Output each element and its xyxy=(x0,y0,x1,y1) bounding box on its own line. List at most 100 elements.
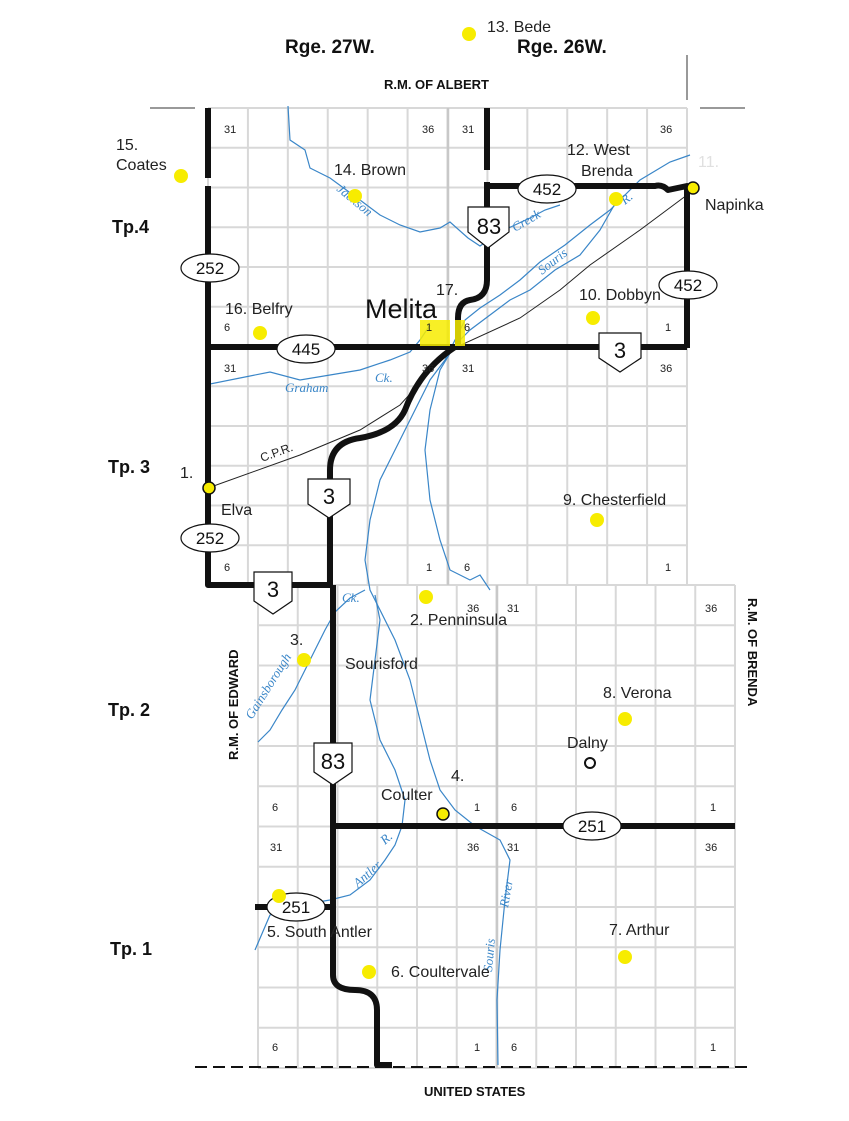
svg-text:31: 31 xyxy=(462,124,474,136)
svg-text:6: 6 xyxy=(272,1042,278,1054)
svg-text:Rge. 27W.: Rge. 27W. xyxy=(285,37,375,58)
svg-text:31: 31 xyxy=(224,363,236,375)
svg-text:Creek: Creek xyxy=(509,206,543,234)
svg-text:36: 36 xyxy=(705,603,717,615)
svg-text:Ck.: Ck. xyxy=(342,590,360,605)
svg-text:16. Belfry: 16. Belfry xyxy=(225,301,293,318)
svg-text:1: 1 xyxy=(426,562,432,574)
svg-text:6: 6 xyxy=(224,562,230,574)
svg-text:R.M. OF BRENDA: R.M. OF BRENDA xyxy=(745,598,760,707)
svg-text:UNITED STATES: UNITED STATES xyxy=(424,1084,526,1099)
roads xyxy=(195,108,750,1068)
melita-town-area xyxy=(420,320,450,346)
svg-text:River: River xyxy=(496,877,516,909)
svg-text:Napinka: Napinka xyxy=(705,197,764,214)
svg-text:Tp. 3: Tp. 3 xyxy=(108,457,150,477)
svg-text:251: 251 xyxy=(282,898,310,917)
svg-text:1: 1 xyxy=(665,322,671,334)
site-markers xyxy=(174,27,700,979)
svg-text:36: 36 xyxy=(705,842,717,854)
svg-text:1.: 1. xyxy=(180,465,193,482)
svg-text:31: 31 xyxy=(462,363,474,375)
svg-text:Coates: Coates xyxy=(116,157,167,174)
svg-text:252: 252 xyxy=(196,529,224,548)
svg-text:3: 3 xyxy=(267,577,279,602)
svg-text:4.: 4. xyxy=(451,768,464,785)
hwy-3-mid-shield: 3 xyxy=(307,478,351,519)
svg-text:C.P.R.: C.P.R. xyxy=(258,440,295,465)
svg-text:452: 452 xyxy=(674,276,702,295)
svg-text:1: 1 xyxy=(710,1042,716,1054)
svg-text:1: 1 xyxy=(474,1042,480,1054)
svg-text:252: 252 xyxy=(196,259,224,278)
svg-text:83: 83 xyxy=(321,749,345,774)
highway-markers: 83 3 3 3 83 252 252 445 452 452 251 251 xyxy=(180,174,718,922)
svg-text:Tp. 1: Tp. 1 xyxy=(110,939,152,959)
svg-text:452: 452 xyxy=(533,180,561,199)
svg-text:Coulter: Coulter xyxy=(381,787,433,804)
svg-text:31: 31 xyxy=(507,603,519,615)
svg-text:14. Brown: 14. Brown xyxy=(334,162,406,179)
svg-text:8. Verona: 8. Verona xyxy=(603,685,672,702)
svg-text:3.: 3. xyxy=(290,632,303,649)
jackson-creek xyxy=(287,105,561,247)
svg-text:Souris: Souris xyxy=(480,938,498,972)
svg-text:Tp.4: Tp.4 xyxy=(112,217,149,237)
dalny-marker xyxy=(584,757,596,769)
road-445: 445 xyxy=(276,334,336,364)
road-252-south: 252 xyxy=(180,523,240,553)
map-headers: Rge. 27W. Rge. 26W. R.M. OF ALBERT UNITE… xyxy=(108,37,760,1099)
svg-text:7. Arthur: 7. Arthur xyxy=(609,922,670,939)
svg-text:Rge. 26W.: Rge. 26W. xyxy=(517,37,607,58)
svg-text:13. Bede: 13. Bede xyxy=(487,19,551,36)
svg-text:36: 36 xyxy=(467,842,479,854)
svg-text:6. Coultervale: 6. Coultervale xyxy=(391,964,490,981)
svg-text:R.M. OF ALBERT: R.M. OF ALBERT xyxy=(384,77,489,92)
svg-text:1: 1 xyxy=(665,562,671,574)
svg-text:1: 1 xyxy=(474,802,480,814)
svg-text:6: 6 xyxy=(272,802,278,814)
svg-text:9. Chesterfield: 9. Chesterfield xyxy=(563,492,666,509)
svg-text:Sourisford: Sourisford xyxy=(345,656,418,673)
svg-text:1: 1 xyxy=(426,322,432,334)
svg-text:6: 6 xyxy=(464,562,470,574)
svg-text:10. Dobbyn: 10. Dobbyn xyxy=(579,287,661,304)
svg-text:3: 3 xyxy=(323,484,335,509)
svg-text:Gainsborough: Gainsborough xyxy=(242,650,294,721)
svg-text:11.: 11. xyxy=(698,154,719,171)
svg-text:36: 36 xyxy=(422,363,434,375)
svg-text:3: 3 xyxy=(614,338,626,363)
svg-text:15.: 15. xyxy=(116,137,138,154)
svg-text:Dalny: Dalny xyxy=(567,735,608,752)
svg-text:6: 6 xyxy=(511,1042,517,1054)
hwy-3-east-shield: 3 xyxy=(598,332,642,373)
svg-text:R.: R. xyxy=(376,829,395,848)
souris-river-east xyxy=(424,194,621,591)
svg-text:445: 445 xyxy=(292,340,320,359)
svg-text:Antler: Antler xyxy=(349,857,385,891)
svg-text:Graham: Graham xyxy=(285,380,328,395)
svg-text:2. Penninsula: 2. Penninsula xyxy=(410,612,507,629)
svg-text:1: 1 xyxy=(710,802,716,814)
svg-text:83: 83 xyxy=(477,214,501,239)
svg-text:6: 6 xyxy=(464,322,470,334)
svg-text:6: 6 xyxy=(511,802,517,814)
svg-text:17.: 17. xyxy=(436,282,458,299)
svg-text:Ck.: Ck. xyxy=(375,370,393,385)
svg-text:Brenda: Brenda xyxy=(581,163,633,180)
svg-text:36: 36 xyxy=(660,124,672,136)
svg-text:6: 6 xyxy=(224,322,230,334)
svg-text:36: 36 xyxy=(422,124,434,136)
svg-text:Tp. 2: Tp. 2 xyxy=(108,700,150,720)
road-452-north: 452 xyxy=(517,174,577,204)
svg-text:31: 31 xyxy=(507,842,519,854)
svg-text:5. South Antler: 5. South Antler xyxy=(267,924,373,941)
svg-text:R.M. OF EDWARD: R.M. OF EDWARD xyxy=(226,650,241,761)
road-452-east: 452 xyxy=(658,270,718,300)
road-251-east: 251 xyxy=(562,811,622,841)
road-252-north: 252 xyxy=(180,253,240,283)
svg-text:Elva: Elva xyxy=(221,502,252,519)
hwy-83-north-shield: 83 xyxy=(467,206,510,249)
